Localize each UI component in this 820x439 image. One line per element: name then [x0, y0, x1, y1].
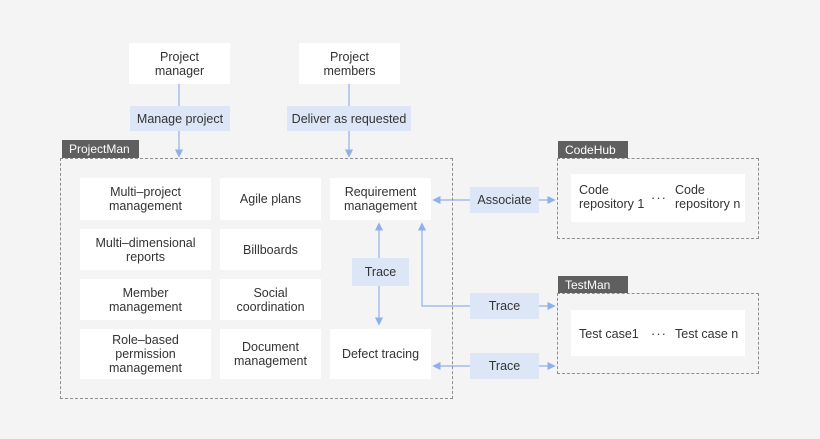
trace-defect-tag: Trace [470, 353, 539, 379]
codehub-repositories-box [571, 174, 745, 222]
feature-multi-dimensional-reports: Multi–dimensional reports [80, 229, 211, 270]
testman-cases-box [571, 310, 745, 356]
feature-billboards: Billboards [220, 229, 321, 270]
associate-tag: Associate [470, 187, 539, 213]
feature-agile-plans: Agile plans [220, 178, 321, 220]
trace-internal-tag: Trace [352, 258, 409, 286]
feature-document-management: Document management [220, 329, 321, 379]
feature-member-management: Member management [80, 279, 211, 320]
feature-role-based-permission: Role–based permission management [80, 329, 211, 379]
code-repository-n: Code repository n [675, 183, 741, 211]
manage-project-tag: Manage project [130, 106, 230, 131]
feature-social-coordination: Social coordination [220, 279, 321, 320]
codehub-container [557, 158, 759, 239]
codehub-label: CodeHub [558, 141, 628, 158]
projectman-label: ProjectMan [62, 140, 139, 158]
feature-multi-project: Multi–project management [80, 178, 211, 220]
trace-testman-tag: Trace [470, 293, 539, 319]
project-manager-box: Project manager [129, 43, 230, 84]
testman-ellipsis: ··· [651, 326, 667, 341]
test-case-1: Test case1 [579, 327, 639, 341]
project-members-box: Project members [299, 43, 400, 84]
testman-label: TestMan [558, 276, 628, 293]
test-case-n: Test case n [675, 327, 739, 341]
codehub-ellipsis: ··· [651, 190, 667, 205]
code-repository-1: Code repository 1 [579, 183, 645, 211]
testman-container [557, 293, 759, 374]
requirement-management-box: Requirement management [330, 178, 431, 220]
defect-tracing-box: Defect tracing [330, 329, 431, 379]
projectman-container [60, 158, 453, 399]
deliver-as-requested-tag: Deliver as requested [287, 106, 411, 131]
